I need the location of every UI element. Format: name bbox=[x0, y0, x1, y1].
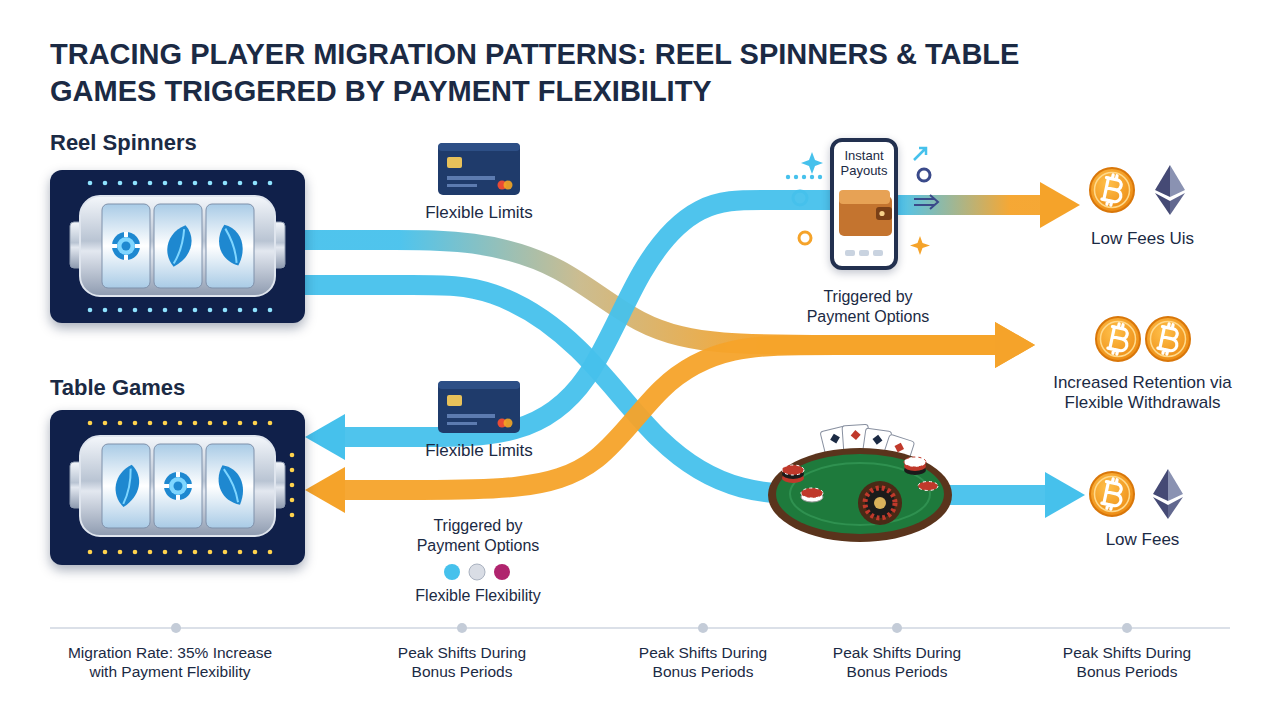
reel-symbol bbox=[213, 461, 249, 509]
light-dots bbox=[88, 421, 295, 555]
category-panel: Table Games bbox=[50, 375, 305, 565]
node-text: Low Fees bbox=[1085, 530, 1200, 550]
flow-arrow bbox=[305, 285, 1055, 495]
reel-symbol bbox=[161, 222, 197, 270]
roulette-table bbox=[768, 424, 952, 542]
reel-symbol bbox=[214, 222, 247, 269]
panel-heading: Table Games bbox=[50, 375, 305, 401]
payment-dot bbox=[469, 564, 485, 580]
crypto-node: Increased Retention via Flexible Withdra… bbox=[1035, 313, 1250, 413]
slot-drum bbox=[70, 436, 285, 536]
phone-buttons bbox=[845, 250, 883, 256]
flow-label: Flexible Limits bbox=[399, 440, 559, 461]
card-icon bbox=[438, 381, 520, 433]
phone-node: Instant Payouts bbox=[830, 138, 898, 270]
reel-symbol bbox=[112, 232, 140, 260]
bitcoin-icon bbox=[1146, 317, 1190, 361]
card-icon bbox=[438, 143, 520, 195]
reel-symbol bbox=[111, 462, 144, 509]
bitcoin-icon bbox=[1096, 317, 1140, 361]
timeline-note: Peak Shifts During Bonus Periods bbox=[627, 643, 779, 681]
reel-symbol bbox=[164, 472, 192, 500]
flow-label: Triggered by Payment Options bbox=[408, 516, 548, 556]
crypto-node: Low Fees Uis bbox=[1080, 165, 1205, 249]
wallet-icon bbox=[839, 190, 892, 236]
timeline-note: Peak Shifts During Bonus Periods bbox=[821, 643, 973, 681]
slot-machine bbox=[70, 181, 285, 313]
node-text: Low Fees Uis bbox=[1080, 229, 1205, 249]
slot-machine bbox=[70, 421, 294, 555]
payment-dot bbox=[444, 564, 460, 580]
payment-dot bbox=[494, 564, 510, 580]
timeline-note: Peak Shifts During Bonus Periods bbox=[386, 643, 538, 681]
slot-panel bbox=[50, 410, 305, 565]
slot-panel bbox=[50, 170, 305, 323]
slot-drum bbox=[70, 196, 285, 296]
flow-label: Flexible Flexibility bbox=[388, 586, 568, 606]
bitcoin-icon bbox=[1090, 168, 1134, 212]
light-dots bbox=[88, 181, 273, 313]
ethereum-icon bbox=[1153, 469, 1183, 519]
node-text: Instant Payouts bbox=[836, 148, 892, 178]
flow-arrow bbox=[335, 200, 830, 437]
timeline-note: Migration Rate: 35% Increase with Paymen… bbox=[56, 643, 284, 681]
flow-label: Flexible Limits bbox=[399, 202, 559, 223]
bitcoin-icon bbox=[1090, 472, 1134, 516]
node-text: Increased Retention via Flexible Withdra… bbox=[1035, 373, 1250, 413]
ethereum-icon bbox=[1155, 165, 1185, 215]
diagram-title: TRACING PLAYER MIGRATION PATTERNS: REEL … bbox=[50, 36, 1120, 110]
crypto-node: Low Fees bbox=[1085, 468, 1200, 550]
flow-arrow bbox=[335, 345, 1005, 490]
panel-heading: Reel Spinners bbox=[50, 130, 305, 156]
timeline bbox=[50, 623, 1230, 633]
flow-arrow bbox=[898, 195, 1050, 215]
timeline-note: Peak Shifts During Bonus Periods bbox=[1051, 643, 1203, 681]
category-panel: Reel Spinners bbox=[50, 130, 305, 323]
sparkles bbox=[786, 148, 938, 255]
flow-label: Triggered by Payment Options bbox=[798, 287, 938, 327]
